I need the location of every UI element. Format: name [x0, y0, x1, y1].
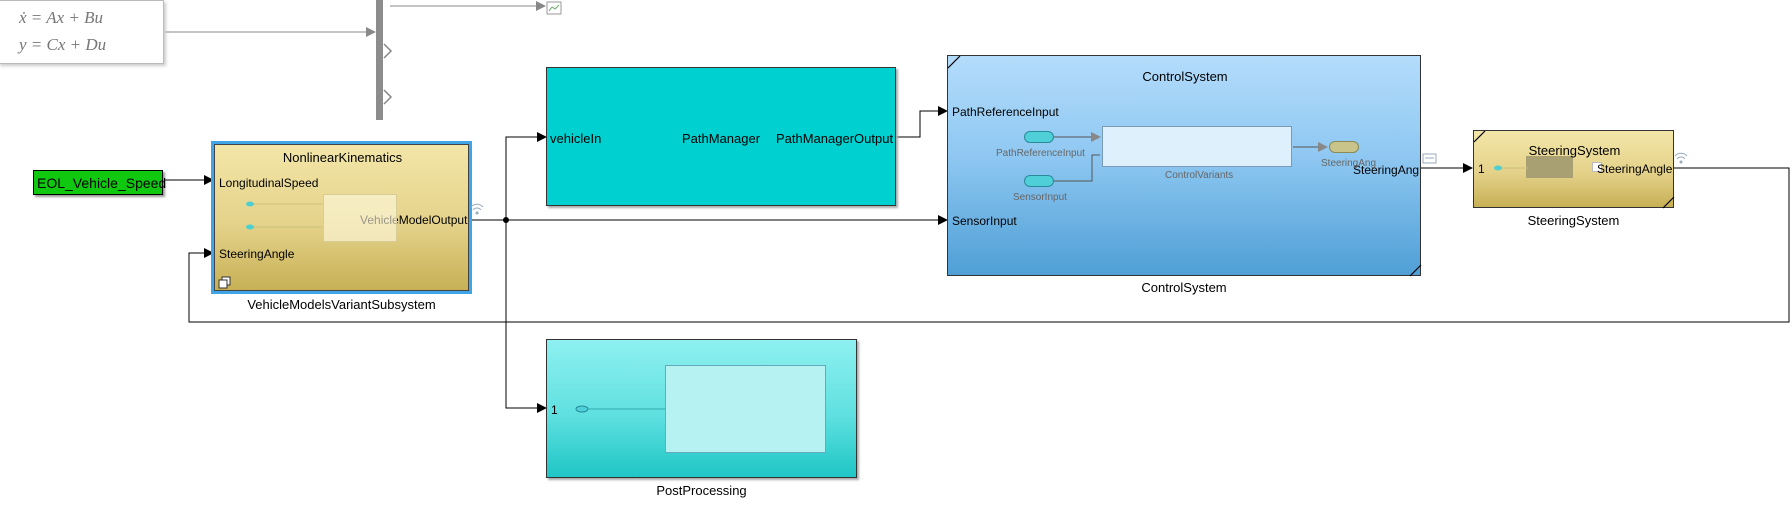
sensor-input-port: SensorInput [952, 214, 1017, 228]
pathmanager-to-control-wire[interactable] [896, 106, 948, 138]
post-processing-in-port: 1 [551, 403, 558, 417]
post-processing-block[interactable]: 1 [546, 339, 857, 478]
control-system-block[interactable]: ControlSystem PathReferenceInput SensorI… [947, 55, 1422, 277]
steering-preview-inport [1494, 165, 1528, 171]
steering-system-caption: SteeringSystem [1527, 213, 1620, 228]
steering-feedback-wire[interactable] [188, 167, 1790, 323]
vehicle-model-selection-outline [211, 141, 472, 294]
vehicle-in-port: vehicleIn [550, 131, 602, 146]
vehicle-to-postprocessing-wire[interactable] [505, 220, 547, 413]
control-inner-wires [1054, 132, 1328, 182]
link-icon [1422, 153, 1437, 164]
post-processing-preview [665, 365, 826, 453]
bus-creator-block[interactable] [376, 0, 383, 120]
control-variants-preview [1102, 126, 1292, 167]
steering-system-corner-marks [1474, 131, 1675, 209]
variant-icon [218, 276, 231, 289]
vehicle-model-title: NonlinearKinematics [282, 150, 403, 165]
control-system-corner-marks [948, 56, 1422, 277]
steering-system-title: SteeringSystem [1528, 143, 1621, 158]
eol-vehicle-speed-block[interactable]: EOL_Vehicle_Speed [33, 170, 167, 195]
inner-path-reference-inport [1024, 131, 1054, 143]
path-manager-title: PathManager [682, 131, 761, 146]
signal-log-icon [470, 203, 484, 215]
steering-preview-outport [1592, 162, 1602, 172]
scope-icon[interactable] [546, 0, 564, 18]
preview-inports [246, 201, 323, 230]
nonlinear-kinematics-preview [323, 194, 397, 242]
post-processing-caption: PostProcessing [656, 483, 747, 498]
inner-path-reference-label: PathReferenceInput [996, 148, 1085, 159]
state-space-block[interactable]: ẋ = Ax + Bu y = Cx + Du [0, 0, 164, 64]
path-reference-input-port: PathReferenceInput [952, 105, 1059, 119]
post-processing-preview-inport [575, 405, 665, 413]
steering-log-icon [1674, 152, 1688, 164]
steering-preview-block [1526, 156, 1573, 178]
steering-system-block[interactable]: SteeringSystem 1 SteeringAngle [1473, 130, 1675, 209]
state-equation: ẋ = Ax + Bu [19, 8, 103, 27]
inner-steering-outport [1329, 141, 1359, 153]
bus-ports-icon [383, 43, 393, 105]
steering-angle-port: SteeringAngle [219, 247, 295, 261]
steering-ang-port: SteeringAng [1353, 163, 1420, 177]
output-equation: y = Cx + Du [19, 35, 107, 54]
vehicle-model-variant-subsystem[interactable]: NonlinearKinematics LongitudinalSpeed St… [214, 144, 469, 291]
steering-in-port: 1 [1478, 162, 1485, 176]
inner-steering-label: SteeringAng [1321, 158, 1377, 169]
steering-angle-out-port: SteeringAngle [1597, 162, 1673, 176]
eol-vehicle-speed-label: EOL_Vehicle_Speed [37, 175, 167, 191]
control-variants-label: ControlVariants [1165, 170, 1234, 181]
control-system-caption: ControlSystem [1141, 280, 1227, 295]
path-manager-output-port: PathManagerOutput [776, 131, 894, 146]
inner-sensor-inport [1024, 175, 1054, 187]
vehicle-model-caption: VehicleModelsVariantSubsystem [247, 297, 436, 312]
inner-sensor-label: SensorInput [1013, 192, 1067, 203]
longitudinal-speed-port: LongitudinalSpeed [219, 176, 319, 190]
branch-point [503, 217, 509, 223]
path-manager-block[interactable]: vehicleIn PathManager PathManagerOutput [546, 67, 896, 206]
control-system-title: ControlSystem [1142, 69, 1228, 84]
vehicle-to-pathmanager-wire[interactable] [505, 132, 547, 220]
